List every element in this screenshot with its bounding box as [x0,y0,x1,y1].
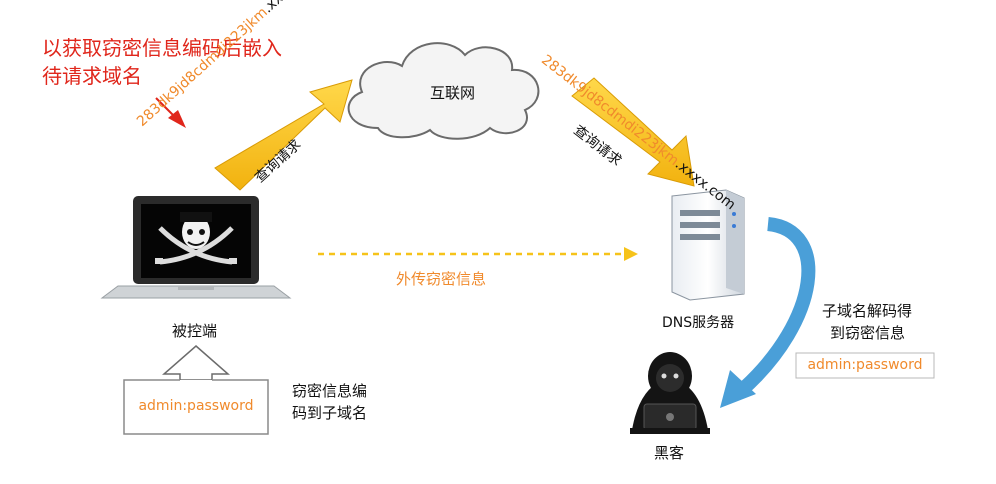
query-arrow-left [214,79,353,191]
encode-note-line-1: 窃密信息编 [292,382,368,400]
decode-curved-arrow [720,217,816,408]
source-box [123,379,269,435]
query-arrow-right [571,77,695,187]
annotation-line-1: 以获取窃密信息编码后嵌入 [42,36,282,60]
annotation-arrow [155,97,186,128]
encode-note-line-2: 码到子域名 [292,404,368,422]
annotation-line-2: 待请求域名 [42,64,142,88]
internet-cloud-icon [347,42,540,140]
exfil-arrow [318,247,638,261]
source-value: admin:password [138,398,254,414]
decoded-value: admin:password [807,357,923,373]
victim-label: 被控端 [172,322,218,340]
hacker-label: 黑客 [654,444,685,462]
decode-note-line-2: 到窃密信息 [830,324,906,342]
internet-label: 互联网 [430,84,476,102]
exfil-label: 外传窃密信息 [396,270,487,288]
decode-note-line-1: 子域名解码得 [822,302,913,320]
laptop-icon [100,196,292,299]
decoded-value-box [795,352,935,379]
hacker-icon [630,352,710,434]
encode-up-arrow [162,345,230,381]
dns-server-label: DNS服务器 [662,315,735,331]
dns-server-icon [671,189,745,301]
